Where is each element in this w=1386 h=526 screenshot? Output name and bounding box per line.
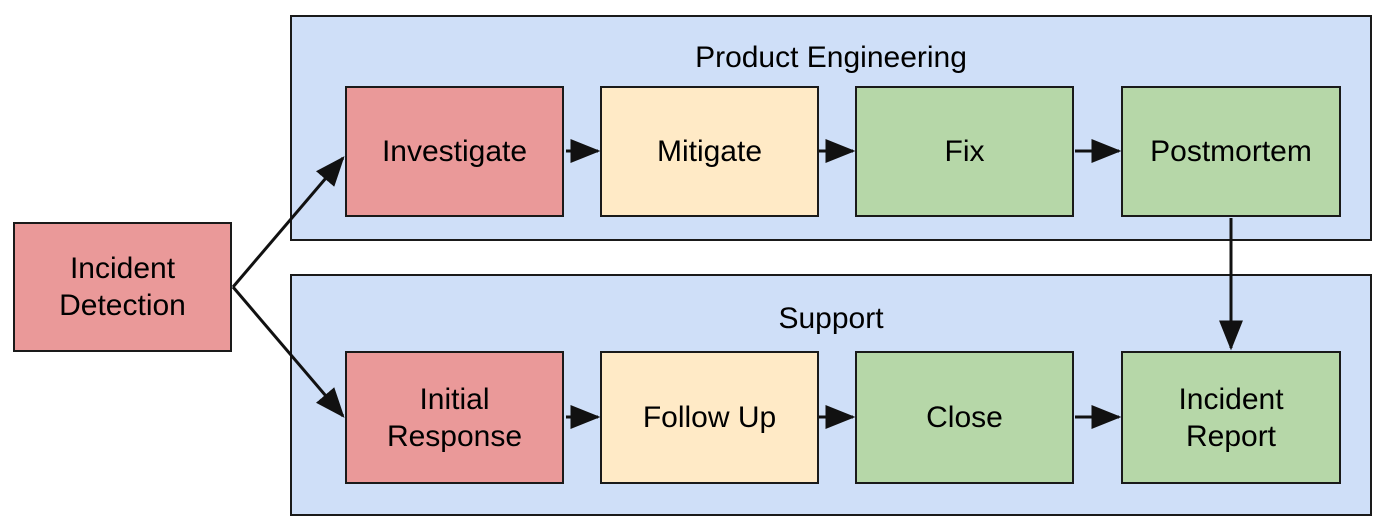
- node-investigate[interactable]: Investigate: [345, 86, 564, 217]
- node-label-investigate: Investigate: [382, 133, 527, 170]
- node-label-mitigate: Mitigate: [657, 133, 762, 170]
- node-postmortem[interactable]: Postmortem: [1121, 86, 1341, 217]
- node-label-line1: Incident: [69, 252, 176, 285]
- node-label-incident-report: Incident Report: [1178, 381, 1283, 455]
- node-label-follow-up: Follow Up: [643, 399, 776, 436]
- node-close[interactable]: Close: [855, 351, 1074, 484]
- node-mitigate[interactable]: Mitigate: [600, 86, 819, 217]
- edge-incident-detection-to-initial-response: [231, 286, 345, 418]
- node-label-fix: Fix: [945, 133, 985, 170]
- edge-incident-detection-to-investigate: [231, 156, 345, 288]
- node-label-line1: Close: [926, 401, 1003, 434]
- node-label-line1: Postmortem: [1150, 135, 1312, 168]
- node-label-line1: Investigate: [381, 135, 528, 168]
- node-label-line2: Detection: [59, 289, 186, 322]
- node-label-line1: Incident: [1178, 382, 1284, 416]
- node-follow-up[interactable]: Follow Up: [600, 351, 819, 484]
- node-label-initial-response: Initial Response: [387, 381, 522, 455]
- swimlane-title-support: Support: [778, 302, 884, 335]
- node-label-line2: Response: [386, 419, 523, 453]
- node-label-postmortem: Postmortem: [1150, 133, 1312, 170]
- node-label-line2: Report: [1185, 419, 1277, 453]
- node-incident-detection[interactable]: Incident Detection: [13, 222, 232, 352]
- node-label-line1: Initial: [419, 382, 490, 416]
- node-fix[interactable]: Fix: [855, 86, 1074, 217]
- node-initial-response[interactable]: Initial Response: [345, 351, 564, 484]
- node-label-incident-detection: Incident Detection: [59, 250, 186, 324]
- node-label-line1: Mitigate: [656, 135, 763, 168]
- node-label-line1: Fix: [944, 135, 985, 168]
- swimlane-title-product-engineering: Product Engineering: [695, 41, 967, 74]
- node-label-close: Close: [926, 399, 1003, 436]
- node-incident-report[interactable]: Incident Report: [1121, 351, 1341, 484]
- node-label-line1: Follow Up: [642, 401, 777, 434]
